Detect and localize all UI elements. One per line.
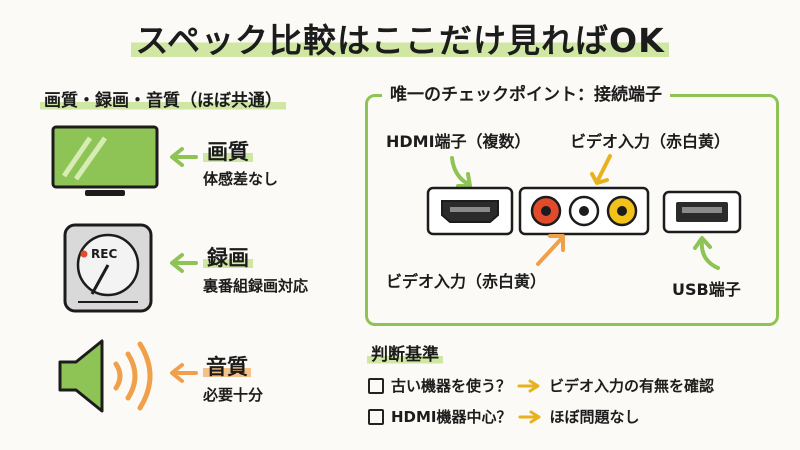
arrow-down-yellow-icon [590,154,612,185]
criteria-question: HDMI機器中心？ [391,408,512,426]
recording-title: 録画 [203,242,253,272]
criteria-row: 古い機器を使う？ ビデオ入力の有無を確認 [368,375,714,396]
tv-icon [51,125,159,196]
arrow-left-icon [170,253,198,273]
hdmi-port-icon [426,186,514,236]
video-input-label-top: ビデオ入力（赤白黄） [570,132,731,151]
sound-desc: 必要十分 [203,386,264,404]
arrow-left-icon [170,363,198,383]
checkbox[interactable] [368,408,384,425]
checkbox[interactable] [368,377,384,394]
arrow-up-green-icon [693,236,720,270]
arrow-right-icon [518,410,541,423]
rec-label: REC [91,247,117,261]
image-quality-title: 画質 [203,136,253,166]
criteria-heading: 判断基準 [367,340,443,365]
image-quality-desc: 体感差なし [203,170,279,188]
usb-port-icon [662,190,742,234]
speaker-icon [58,339,153,413]
connection-port-heading: 唯一のチェックポイント：接続端子 [382,80,670,105]
sound-title: 音質 [203,351,251,381]
page-title: スペック比較はここだけ見ればOK [0,14,800,62]
arrow-right-icon [517,379,540,392]
arrow-up-orange-icon [536,234,565,266]
left-section-heading: 画質・録画・音質（ほぼ共通） [40,86,286,111]
rca-port-panel [518,186,650,236]
arrow-down-green-icon [450,156,472,188]
criteria-result: ほぼ問題なし [549,408,640,426]
criteria-row: HDMI機器中心？ ほぼ問題なし [368,406,640,427]
hdmi-label: HDMI端子（複数） [386,132,531,151]
criteria-result: ビデオ入力の有無を確認 [549,377,715,395]
arrow-left-icon [170,147,198,167]
usb-label: USB端子 [672,280,741,299]
hdd-rec-icon: REC [63,223,153,313]
video-input-label-bottom: ビデオ入力（赤白黄） [386,272,547,291]
criteria-question: 古い機器を使う？ [391,377,512,395]
recording-desc: 裏番組録画対応 [203,277,309,295]
title-text: スペック比較はここだけ見ればOK [131,21,669,60]
